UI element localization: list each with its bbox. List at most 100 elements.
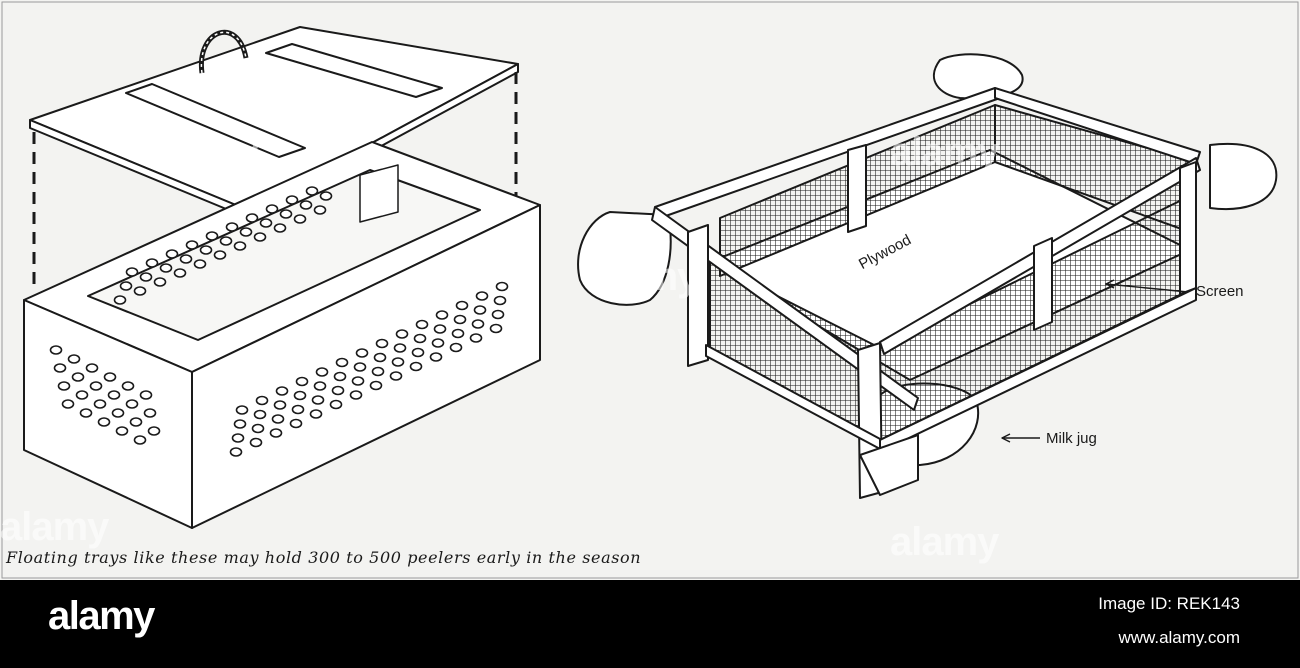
perforation-hole bbox=[255, 395, 269, 406]
perforation-hole bbox=[259, 218, 273, 228]
perforation-hole bbox=[489, 323, 503, 334]
milk-jug-label: Milk jug bbox=[1046, 430, 1097, 447]
page-border bbox=[1, 1, 1299, 579]
perforation-hole bbox=[495, 281, 509, 292]
perforation-hole bbox=[275, 386, 289, 396]
perforation-hole bbox=[335, 357, 349, 368]
perforation-hole bbox=[251, 423, 265, 434]
perforation-hole bbox=[305, 186, 319, 196]
perforation-hole bbox=[125, 267, 139, 277]
screen-tray-drawing bbox=[577, 53, 1278, 499]
top-rail-front bbox=[651, 206, 919, 411]
perforation-hole bbox=[233, 419, 247, 429]
perforation-hole bbox=[205, 231, 219, 241]
perforation-hole bbox=[129, 417, 143, 427]
perforation-hole bbox=[165, 249, 179, 259]
scanned-illustration: Plywood Screen Milk jug Floating trays l… bbox=[0, 0, 1300, 580]
perforation-hole bbox=[85, 363, 99, 373]
perforation-hole bbox=[293, 390, 307, 401]
perforation-hole bbox=[213, 250, 227, 260]
perforation-hole bbox=[231, 433, 245, 443]
perforation-hole bbox=[121, 381, 135, 391]
perforation-hole bbox=[139, 390, 153, 400]
perforation-hole bbox=[455, 300, 469, 311]
perforation-hole bbox=[89, 381, 103, 391]
perforation-hole bbox=[293, 214, 307, 224]
perforation-hole bbox=[353, 362, 367, 372]
perforation-hole bbox=[53, 363, 67, 373]
perforation-hole bbox=[415, 319, 429, 330]
perforation-hole bbox=[453, 314, 467, 325]
perforation-hole bbox=[199, 245, 213, 255]
perforation-hole bbox=[249, 437, 263, 448]
perforation-hole bbox=[113, 295, 127, 305]
perforation-hole bbox=[285, 195, 299, 205]
post-back bbox=[847, 144, 867, 233]
alamy-logo[interactable]: alamy bbox=[48, 594, 155, 638]
perforation-hole bbox=[395, 329, 409, 339]
lid-cleat-2 bbox=[265, 43, 443, 98]
perforation-hole bbox=[139, 272, 153, 282]
perforation-hole bbox=[355, 348, 369, 358]
perforation-hole bbox=[219, 236, 233, 246]
post-front-left bbox=[687, 224, 709, 367]
perforation-hole bbox=[273, 400, 287, 410]
perforation-hole bbox=[349, 390, 363, 400]
perforation-hole bbox=[291, 404, 305, 415]
perforation-hole bbox=[273, 223, 287, 233]
post-right bbox=[1179, 161, 1197, 295]
perforation-hole bbox=[319, 191, 333, 201]
perforation-hole bbox=[233, 241, 247, 251]
perforation-hole bbox=[49, 345, 63, 355]
perforation-hole bbox=[79, 408, 93, 418]
lid-cleat-1 bbox=[125, 83, 306, 158]
tray-drawings bbox=[1, 1, 1299, 579]
stock-footer-bar: alamy Image ID: REK143 www.alamy.com bbox=[0, 580, 1300, 668]
perforation-hole bbox=[351, 376, 365, 386]
perforation-hole bbox=[111, 408, 125, 418]
milk-jug-left bbox=[577, 211, 672, 306]
perforation-hole bbox=[103, 372, 117, 382]
perforation-hole bbox=[271, 414, 285, 424]
perforation-hole bbox=[279, 209, 293, 219]
perforation-hole bbox=[475, 291, 489, 301]
perforation-hole bbox=[193, 259, 207, 269]
perforation-hole bbox=[133, 435, 147, 445]
perforation-hole bbox=[253, 409, 267, 420]
perforation-hole bbox=[133, 286, 147, 296]
perforation-holes bbox=[49, 186, 509, 457]
perforation-hole bbox=[369, 380, 383, 391]
perforation-hole bbox=[97, 417, 111, 427]
perforation-hole bbox=[451, 328, 465, 339]
perforation-hole bbox=[373, 352, 387, 363]
perforation-hole bbox=[57, 381, 71, 391]
perforation-hole bbox=[295, 376, 309, 387]
site-url[interactable]: www.alamy.com bbox=[1118, 628, 1240, 647]
perforation-hole bbox=[449, 342, 463, 353]
perforation-hole bbox=[265, 204, 279, 214]
screen-label: Screen bbox=[1196, 283, 1244, 300]
perforation-hole bbox=[329, 399, 343, 410]
perforation-hole bbox=[269, 428, 283, 438]
perforation-hole bbox=[253, 232, 267, 242]
perforation-hole bbox=[313, 381, 327, 391]
perforation-hole bbox=[433, 324, 447, 334]
perforation-hole bbox=[315, 367, 329, 377]
perforation-hole bbox=[371, 366, 385, 377]
perforation-hole bbox=[173, 268, 187, 278]
perforation-hole bbox=[179, 254, 193, 264]
perforation-hole bbox=[411, 347, 425, 358]
perforation-hole bbox=[159, 263, 173, 273]
perforation-hole bbox=[115, 426, 129, 436]
perforation-hole bbox=[67, 354, 81, 364]
perforation-hole bbox=[413, 333, 427, 344]
perforation-hole bbox=[239, 227, 253, 237]
perforation-hole bbox=[429, 352, 443, 362]
milk-jug-right bbox=[1209, 142, 1278, 211]
image-id: Image ID: REK143 bbox=[1098, 594, 1240, 613]
perforation-hole bbox=[145, 258, 159, 268]
perforation-hole bbox=[235, 405, 249, 415]
perforation-hole bbox=[289, 418, 303, 429]
figure-caption: Floating trays like these may hold 300 t… bbox=[6, 548, 642, 567]
